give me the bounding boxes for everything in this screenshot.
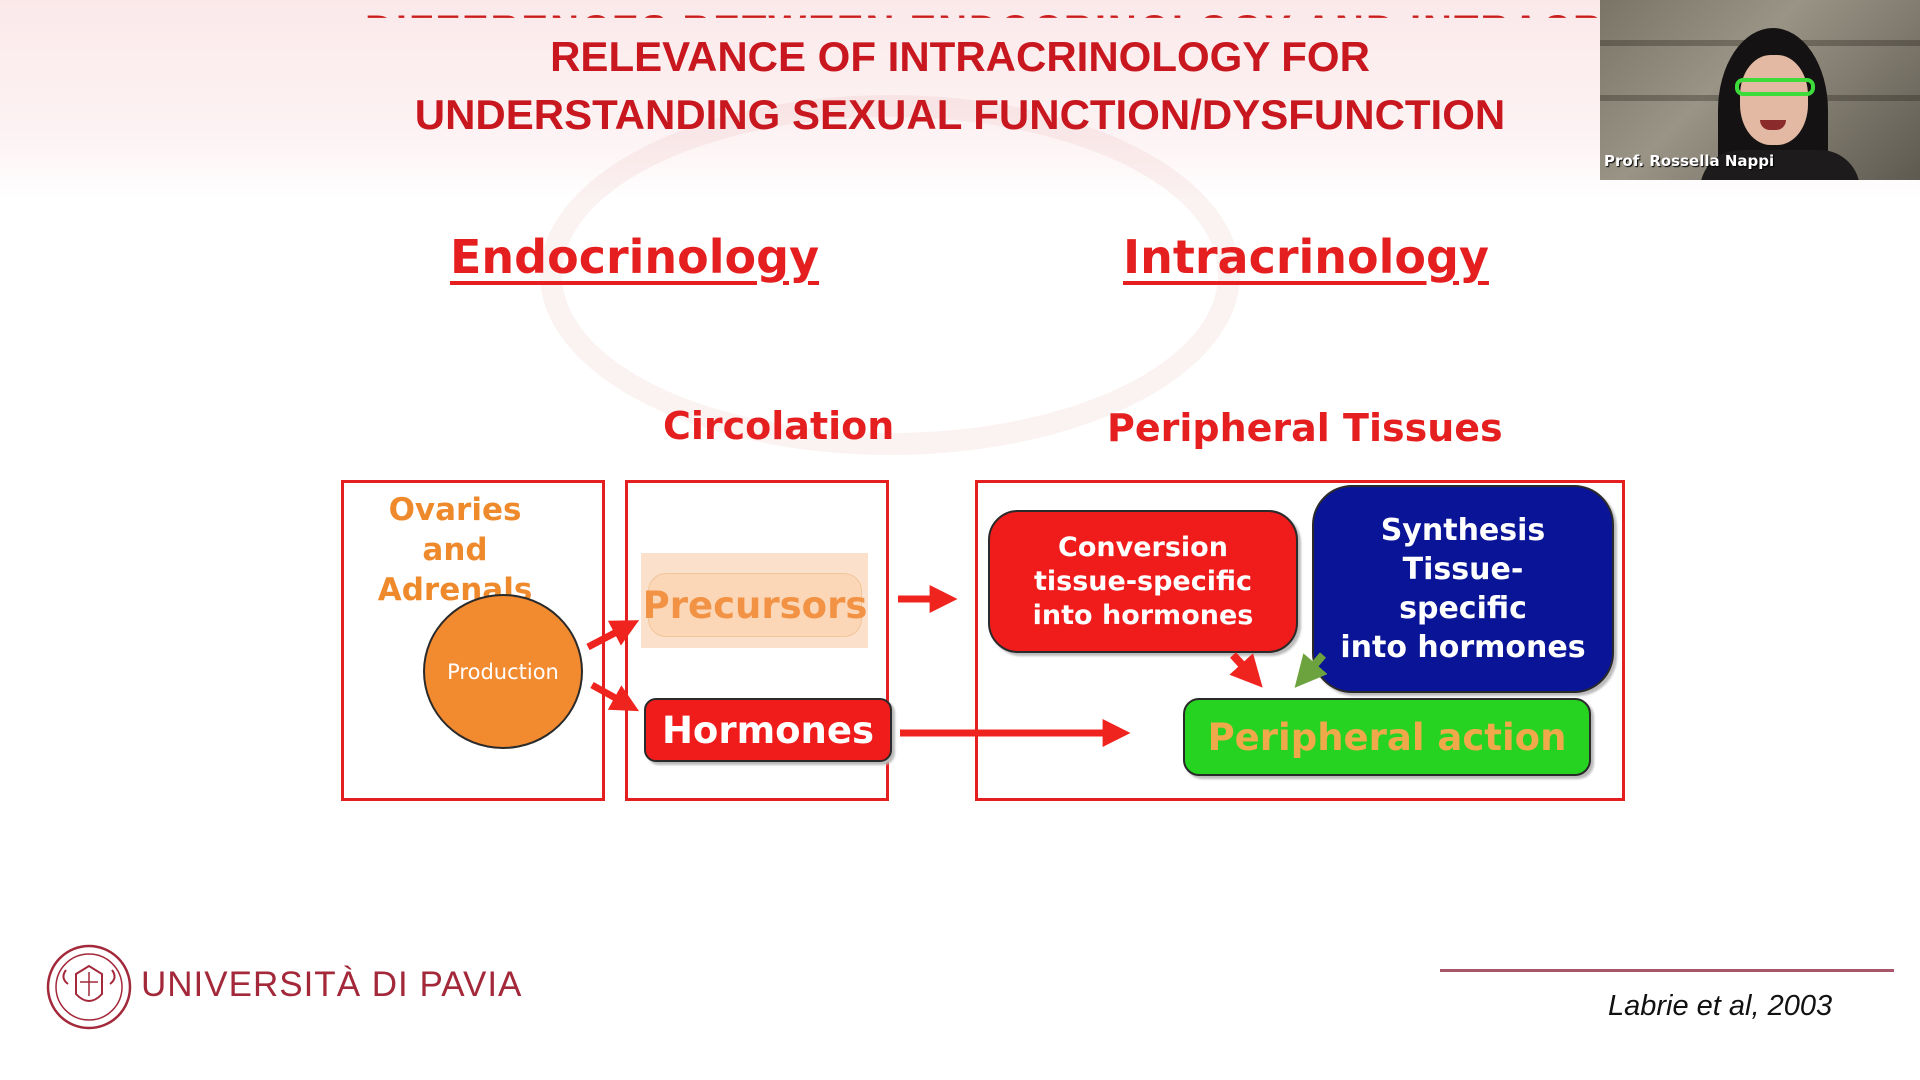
precursors-box: Precursors	[643, 573, 867, 637]
peripheral-action-label: Peripheral action	[1207, 715, 1567, 759]
synthesis-box: Synthesis Tissue- specific into hormones	[1312, 485, 1614, 693]
university-name: UNIVERSITÀ DI PAVIA	[141, 965, 523, 1004]
participant-glasses	[1735, 78, 1815, 96]
citation: Labrie et al, 2003	[1608, 990, 1833, 1022]
participant-mouth	[1760, 120, 1786, 130]
hormones-box: Hormones	[644, 698, 892, 762]
previous-slide-title-fragment: DIFFERENCES BETWEEN ENDOCRINOLOGY AND IN…	[365, 8, 1802, 18]
peripheral-action-box: Peripheral action	[1183, 698, 1591, 776]
conversion-box: Conversion tissue-specific into hormones	[988, 510, 1298, 653]
production-circle: Production	[423, 594, 583, 749]
participant-video-tile[interactable]	[1600, 0, 1920, 180]
participant-name-label: Prof. Rossella Nappi	[1604, 152, 1775, 170]
hormones-label: Hormones	[661, 708, 875, 752]
section-title-endocrinology: Endocrinology	[450, 230, 820, 284]
column-label-peripheral-tissues: Peripheral Tissues	[1107, 406, 1503, 450]
arrow-production-to-precursors	[586, 620, 640, 651]
precursors-label: Precursors	[642, 583, 868, 627]
column-label-circolation: Circolation	[663, 404, 895, 448]
university-seal-logo	[46, 944, 132, 1030]
production-label: Production	[447, 659, 559, 684]
citation-divider	[1440, 969, 1894, 972]
participant-face	[1740, 55, 1808, 145]
slide-title-line-1: RELEVANCE OF INTRACRINOLOGY FOR	[550, 33, 1370, 80]
arrow-production-to-hormones	[590, 681, 640, 712]
ovaries-adrenals-label: Ovaries and Adrenals	[377, 492, 533, 608]
section-title-intracrinology: Intracrinology	[1123, 230, 1489, 284]
arrow-synthesis-to-peripheral-action	[1294, 652, 1328, 688]
participant-body	[1700, 150, 1860, 180]
arrow-conversion-to-peripheral-action	[1229, 652, 1263, 688]
slide-title-line-2: UNDERSTANDING SEXUAL FUNCTION/DYSFUNCTIO…	[414, 91, 1506, 138]
